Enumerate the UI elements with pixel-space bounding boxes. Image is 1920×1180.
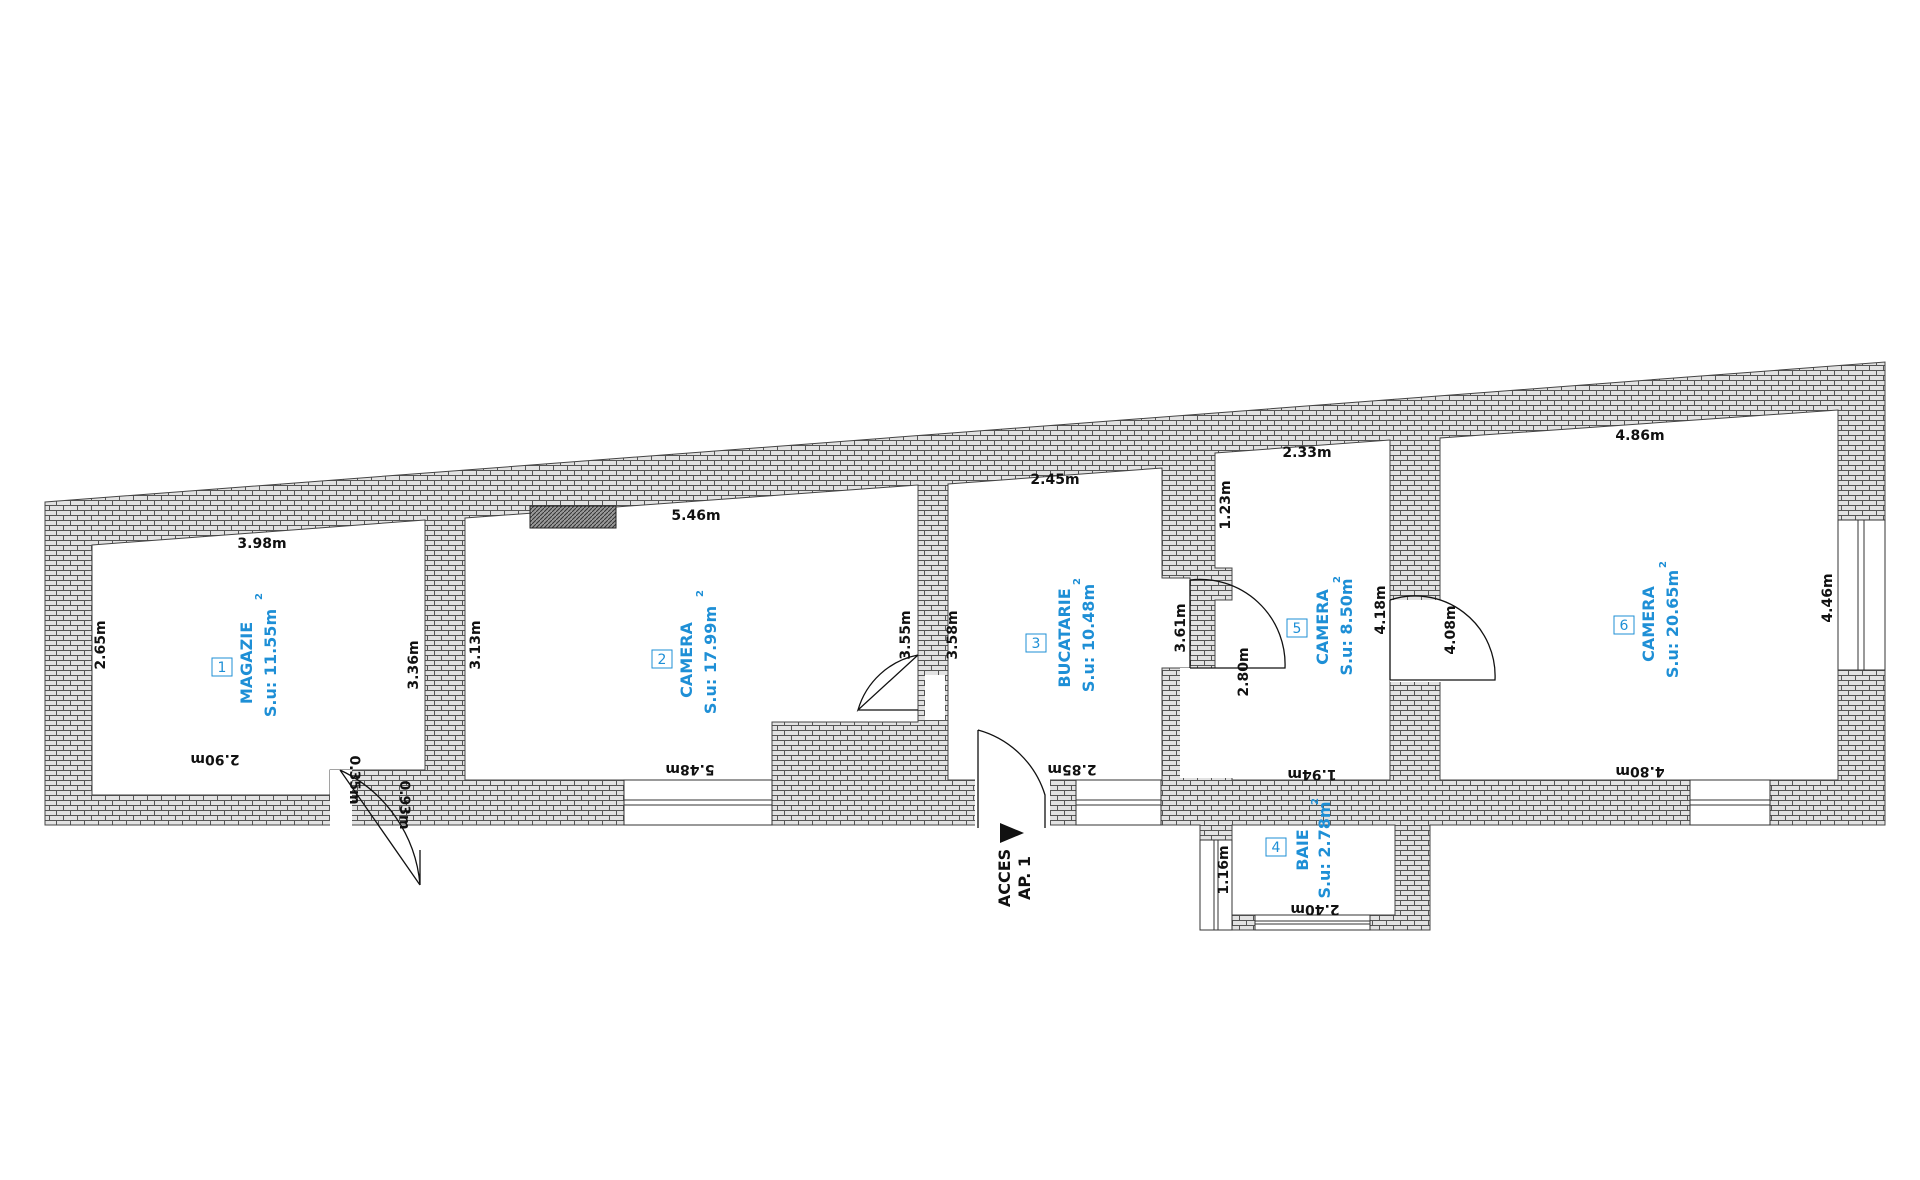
doors xyxy=(339,578,1496,886)
room-4-label: 4 BAIE S.u: 2.78m 2 xyxy=(1265,798,1334,899)
room-5-label: 5 CAMERA S.u: 8.50m 2 xyxy=(1286,576,1356,676)
room-name: BAIE xyxy=(1293,829,1312,870)
dim-camera2-left: 3.13m xyxy=(468,620,484,669)
room-area: S.u: 2.78m xyxy=(1315,801,1334,898)
area-exponent: 2 xyxy=(1332,576,1343,583)
dim-camera6-right: 4.46m xyxy=(1820,573,1836,622)
area-exponent: 2 xyxy=(1658,561,1669,568)
dim-magazie-left: 2.65m xyxy=(93,620,109,669)
room-area: S.u: 20.65m xyxy=(1663,570,1682,678)
dim-camera6-left: 4.08m xyxy=(1443,605,1459,654)
area-exponent: 2 xyxy=(1310,798,1321,805)
dim-camera2-bottom: 5.48m xyxy=(665,761,714,777)
room-area: S.u: 10.48m xyxy=(1079,584,1098,692)
room-number: 2 xyxy=(658,652,667,668)
room-number-box xyxy=(1286,618,1308,638)
entrance-line-2: AP. 1 xyxy=(1015,856,1034,900)
dim-baie-bottom: 2.40m xyxy=(1290,901,1339,917)
room-number-box xyxy=(651,649,673,669)
room-name: BUCATARIE xyxy=(1055,588,1074,687)
dim-camera2-right: 3.55m xyxy=(898,610,914,659)
dim-magazie-niche-b: 0.93m xyxy=(396,780,412,829)
room-name: CAMERA xyxy=(677,622,696,698)
dim-camera6-top: 4.86m xyxy=(1615,428,1664,444)
room-number: 6 xyxy=(1620,618,1629,634)
room-1-label: 1 MAGAZIE S.u: 11.55m 2 xyxy=(211,593,280,717)
dim-camera5-right: 4.18m xyxy=(1373,585,1389,634)
dim-camera5-bottom: 1.94m xyxy=(1287,766,1336,782)
room-number-box xyxy=(211,657,233,677)
dim-magazie-right: 3.36m xyxy=(406,640,422,689)
dim-magazie-niche-a: 0.35m xyxy=(346,755,362,804)
dimension-labels: 3.98m 2.65m 3.36m 2.90m 0.35m 0.93m 5.46… xyxy=(93,428,1836,917)
room-area: S.u: 11.55m xyxy=(261,609,280,717)
walls xyxy=(44,361,1886,931)
room-name: CAMERA xyxy=(1313,589,1332,665)
room-number: 5 xyxy=(1293,621,1302,637)
room-name: MAGAZIE xyxy=(237,622,256,704)
dim-magazie-bottom: 2.90m xyxy=(190,751,239,767)
entrance-marker: ACCES AP. 1 xyxy=(995,823,1034,907)
windows xyxy=(623,519,1886,931)
room-number: 4 xyxy=(1272,840,1281,856)
room-number: 3 xyxy=(1032,636,1041,652)
dim-bucatarie-left: 3.58m xyxy=(945,610,961,659)
dim-camera5-upper-left: 1.23m xyxy=(1218,480,1234,529)
room-area: S.u: 8.50m xyxy=(1337,578,1356,675)
chimney-hatch xyxy=(529,505,617,529)
dim-bucatarie-bottom: 2.85m xyxy=(1047,761,1096,777)
room-6-label: 6 CAMERA S.u: 20.65m 2 xyxy=(1613,561,1682,678)
dim-magazie-top: 3.98m xyxy=(237,536,286,552)
dim-bucatarie-right: 3.61m xyxy=(1173,603,1189,652)
dim-camera6-bottom: 4.80m xyxy=(1615,763,1664,779)
dim-baie-left: 1.16m xyxy=(1216,845,1232,894)
room-3-label: 3 BUCATARIE S.u: 10.48m 2 xyxy=(1025,578,1098,692)
room-number-box xyxy=(1613,615,1635,635)
room-2-label: 2 CAMERA S.u: 17.99m 2 xyxy=(651,590,720,714)
dim-camera5-top: 2.33m xyxy=(1282,445,1331,461)
room-area: S.u: 17.99m xyxy=(701,606,720,714)
area-exponent: 2 xyxy=(1072,578,1083,585)
dim-camera2-top: 5.46m xyxy=(671,508,720,524)
entrance-arrow-icon xyxy=(1000,823,1024,843)
dim-camera5-lower-left: 2.80m xyxy=(1236,647,1252,696)
entrance-line-1: ACCES xyxy=(995,849,1014,907)
area-exponent: 2 xyxy=(695,590,706,597)
room-number: 1 xyxy=(218,660,227,676)
room-name: CAMERA xyxy=(1639,586,1658,662)
room-number-box xyxy=(1265,837,1287,857)
openings xyxy=(330,600,1442,828)
room-number-box xyxy=(1025,633,1047,653)
area-exponent: 2 xyxy=(254,593,265,600)
dim-bucatarie-top: 2.45m xyxy=(1030,472,1079,488)
